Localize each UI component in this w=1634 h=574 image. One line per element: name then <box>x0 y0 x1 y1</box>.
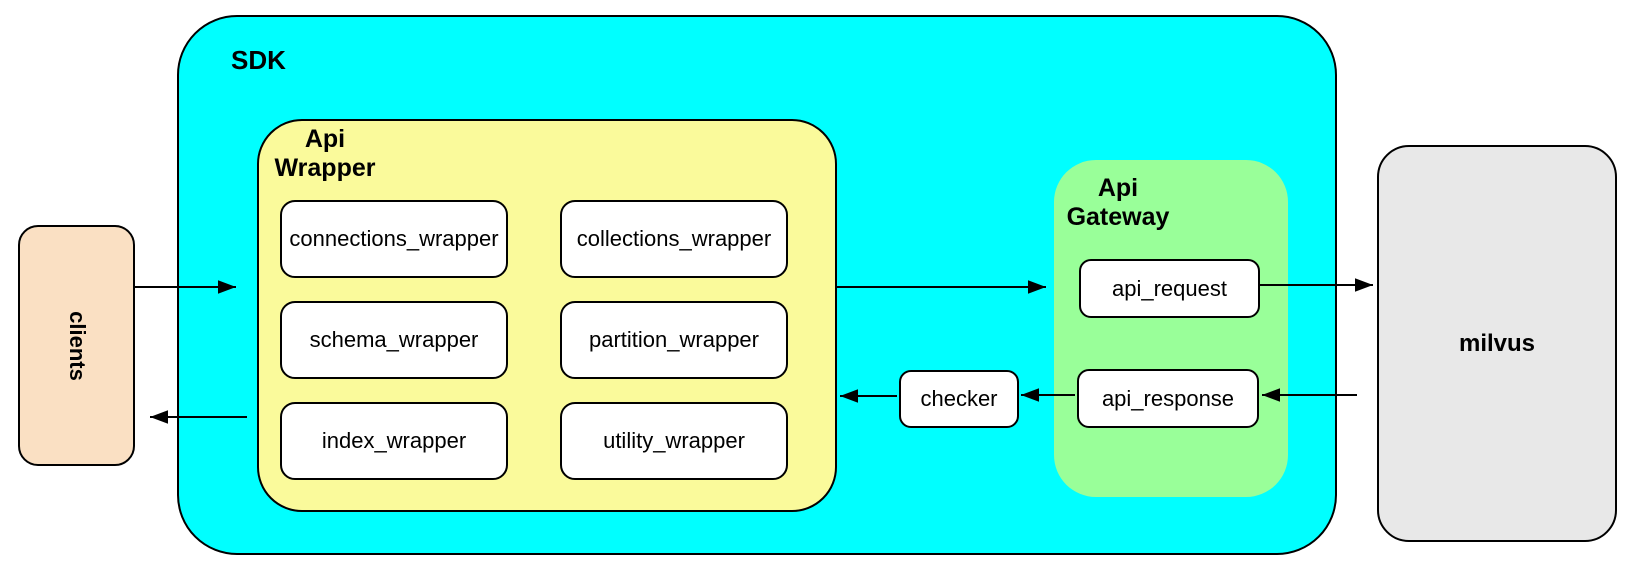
api-gateway-label: Api Gateway <box>1066 174 1170 231</box>
clients-node: clients <box>18 225 135 466</box>
clients-label: clients <box>64 310 90 381</box>
milvus-node: milvus <box>1377 145 1617 542</box>
sdk-label: SDK <box>231 45 286 75</box>
connections-wrapper-node: connections_wrapper <box>280 200 508 278</box>
wrapper-grid: connections_wrapper collections_wrapper … <box>280 200 788 480</box>
index-wrapper-node: index_wrapper <box>280 402 508 480</box>
api-wrapper-container: Api Wrapper connections_wrapper collecti… <box>257 119 837 512</box>
sdk-container: SDK Api Wrapper connections_wrapper coll… <box>177 15 1337 555</box>
api-request-node: api_request <box>1079 259 1260 318</box>
checker-node: checker <box>899 370 1019 428</box>
partition-wrapper-node: partition_wrapper <box>560 301 788 379</box>
api-gateway-container: Api Gateway api_request api_response <box>1054 160 1288 497</box>
utility-wrapper-node: utility_wrapper <box>560 402 788 480</box>
collections-wrapper-node: collections_wrapper <box>560 200 788 278</box>
schema-wrapper-node: schema_wrapper <box>280 301 508 379</box>
api-response-node: api_response <box>1077 369 1259 428</box>
api-wrapper-label: Api Wrapper <box>274 125 376 182</box>
